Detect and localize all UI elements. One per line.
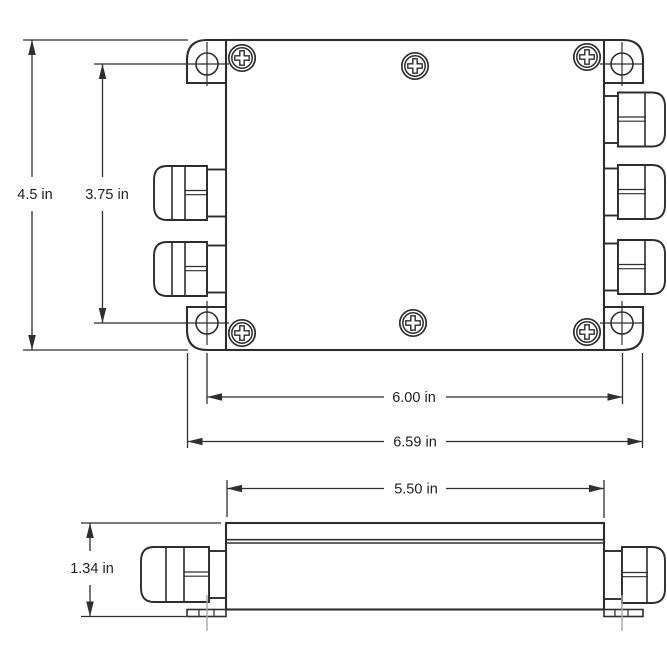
top-view: 4.5 in 3.75 in 6.00 in (17, 38, 666, 518)
mounting-flange-top-right (604, 38, 645, 85)
arrowhead (86, 523, 94, 538)
flange-hole-top-right (600, 42, 644, 86)
dimension-label: 3.75 in (85, 187, 129, 203)
arrowhead (627, 437, 643, 446)
cable-gland-left-2 (153, 241, 227, 297)
gland-neck (208, 550, 227, 599)
mounting-flange-bottom-right (604, 305, 645, 352)
gland-body (617, 164, 666, 220)
dim-lid-width: 5.50 in (226, 480, 605, 518)
gland-neck (206, 168, 227, 218)
side-body-outline (224, 521, 606, 611)
gland-body (140, 546, 210, 603)
dimension-label: 4.5 in (17, 187, 52, 203)
lid-screw-top-left (227, 43, 257, 73)
gland-neck (603, 167, 619, 217)
flange-hole-bottom-right (600, 301, 644, 345)
lid-screw-bottom-right (572, 317, 602, 347)
cable-gland-side-left (140, 546, 227, 603)
dim-overall-height: 4.5 in (17, 39, 188, 351)
cable-gland-left-1 (153, 165, 227, 221)
dimension-label: 5.50 in (394, 482, 438, 498)
gland-neck (206, 244, 227, 294)
dim-hole-spacing-vertical: 3.75 in (85, 63, 185, 324)
gland-body (153, 241, 208, 297)
cable-gland-right-3 (603, 239, 666, 295)
dim-body-height: 1.34 in (70, 522, 221, 618)
dim-hole-spacing-horizontal: 6.00 in (206, 353, 624, 406)
arrowhead (28, 335, 36, 350)
dim-overall-width: 6.59 in (186, 353, 644, 451)
dimension-label: 6.59 in (393, 435, 437, 451)
arrowhead (28, 40, 36, 55)
cable-gland-right-1 (603, 91, 666, 148)
gland-neck (603, 242, 619, 292)
dimension-label: 6.00 in (392, 390, 436, 406)
gland-body (621, 546, 666, 604)
lid-screw-top-middle (400, 51, 430, 81)
dimension-label: 1.34 in (70, 561, 114, 577)
cable-gland-right-2 (603, 164, 666, 220)
gland-neck (603, 95, 619, 144)
flange-hole-bottom-left (185, 301, 229, 345)
lid-screw-bottom-left (227, 318, 257, 348)
arrowhead (227, 484, 242, 493)
arrowhead (98, 64, 107, 79)
gland-body (153, 165, 208, 221)
arrowhead (607, 393, 623, 401)
lid-screw-bottom-middle (398, 308, 428, 338)
mounting-foot-right (603, 608, 644, 618)
arrowhead (98, 308, 107, 323)
flange-hole-top-left (185, 42, 229, 86)
gland-body (617, 239, 666, 295)
enclosure-body-outline (224, 38, 606, 352)
lid-screw-top-right (572, 42, 602, 72)
gland-body (617, 91, 666, 148)
arrowhead (187, 437, 203, 446)
arrowhead (86, 601, 94, 617)
arrowhead (589, 484, 604, 493)
side-view: 1.34 in (70, 521, 666, 631)
arrowhead (207, 393, 222, 401)
cable-gland-side-right (603, 546, 666, 604)
gland-neck (603, 550, 623, 600)
